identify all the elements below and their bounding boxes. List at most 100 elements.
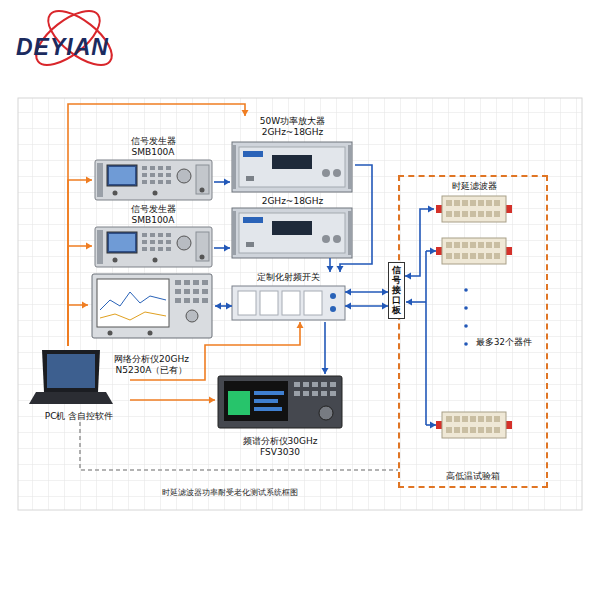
- network-analyzer-picture: [100, 292, 166, 310]
- rf-switch-picture: [304, 291, 322, 315]
- spectrum-analyzer-picture: [303, 382, 309, 387]
- filter-picture: [436, 412, 512, 438]
- connector-path: [68, 104, 245, 346]
- filter-feed-wires: [425, 251, 427, 425]
- connector-path: [324, 322, 326, 374]
- spectrum-analyzer-picture: [303, 391, 309, 396]
- instrument-box: 信号发生器 SMB100A: [92, 204, 214, 268]
- more-devices-dots: [464, 306, 468, 310]
- laptop-picture: [47, 354, 95, 388]
- signal-line: [345, 289, 388, 296]
- rf-switch-picture: [232, 286, 345, 320]
- node-label: 网络分析仪20GHz N5230A（已有）: [104, 354, 199, 376]
- amplifier-picture: [232, 208, 352, 258]
- grid-background: [18, 98, 582, 510]
- arrow-head: [86, 243, 92, 250]
- filter-box: 时延滤波器: [434, 181, 514, 231]
- instrument-box: 网络分析仪20GHz N5230A（已有）: [88, 272, 215, 376]
- spectrum-analyzer-picture: [321, 391, 327, 396]
- network-analyzer-picture: [186, 310, 198, 322]
- arrow-head: [337, 266, 344, 272]
- filter-feed-arrowheads: [430, 248, 436, 255]
- grid-background: [18, 98, 582, 510]
- arrow-head: [82, 302, 88, 309]
- node-label: PC机 含自控软件: [31, 411, 127, 422]
- arrow-head: [242, 110, 249, 116]
- arrow-head: [345, 289, 351, 296]
- brand-logo: DEYIAN: [16, 34, 109, 62]
- arrow-head: [224, 179, 230, 186]
- arrow-head: [215, 303, 221, 310]
- network-analyzer-picture: [193, 289, 199, 294]
- spectrum-analyzer-picture: [218, 376, 342, 428]
- spectrum-analyzer-picture: [254, 407, 282, 411]
- laptop-picture: [29, 350, 113, 404]
- more-devices-dots: [464, 342, 468, 346]
- signal-generator-picture: [95, 160, 212, 267]
- instrument-box: 2GHz~18GHz: [230, 196, 355, 258]
- filter-feed-arrowheads: [345, 248, 436, 429]
- signal-line: [405, 206, 434, 280]
- more-devices-dots: [464, 288, 468, 346]
- spectrum-analyzer-picture: [319, 406, 333, 420]
- computer-box: PC机 含自控软件: [28, 346, 130, 422]
- network-analyzer-picture: [92, 274, 212, 338]
- arrow-head: [209, 397, 215, 404]
- signal-generator-picture: [95, 160, 212, 200]
- rf-switch-picture: [260, 291, 278, 315]
- spectrum-analyzer-picture: [254, 391, 284, 395]
- connector-path: [68, 246, 92, 346]
- node-label: 频谱分析仪30GHz FSV3030: [230, 436, 330, 458]
- filter-feed-arrowheads: [406, 299, 412, 306]
- spectrum-analyzer-picture: [294, 382, 300, 387]
- rf-switch-picture: [330, 293, 336, 299]
- connector-path: [340, 165, 372, 272]
- network-analyzer-picture: [100, 312, 166, 320]
- node-label: 2GHz~18GHz: [253, 196, 333, 207]
- filter-feed-arrowheads: [345, 303, 351, 310]
- network-analyzer-picture: [175, 298, 181, 303]
- spectrum-analyzer-picture: [294, 391, 300, 396]
- spectrum-analyzer-picture: [312, 382, 318, 387]
- grid-background: [18, 98, 582, 510]
- connector-path: [405, 209, 434, 276]
- chamber-region: 高低温试验箱时延滤波器: [398, 175, 548, 488]
- connector-path: [68, 180, 92, 346]
- figure-caption: 时延滤波器功率耐受老化测试系统框图: [130, 488, 330, 498]
- spectrum-analyzer-picture: [321, 382, 327, 387]
- amplifier-picture: [232, 142, 352, 192]
- laptop-picture: [29, 392, 113, 404]
- interface-board: 信号接口板: [388, 262, 405, 319]
- network-analyzer-picture: [92, 274, 212, 338]
- laptop-picture: [42, 350, 100, 392]
- network-analyzer-picture: [175, 280, 181, 285]
- instrument-box: 信号发生器 SMB100A: [92, 136, 214, 202]
- signal-line: [214, 179, 230, 186]
- filter-picture: [436, 238, 512, 264]
- network-analyzer-picture: [184, 289, 190, 294]
- filter-picture: [436, 196, 512, 222]
- arrow-head: [297, 322, 304, 328]
- node-label: 定制化射频开关: [244, 272, 334, 283]
- network-analyzer-picture: [184, 298, 190, 303]
- node-label: 时延滤波器: [436, 181, 512, 192]
- filter-picture: [436, 196, 512, 438]
- node-label: 50W功率放大器 2GHz~18GHz: [253, 116, 333, 138]
- note-text: 最多32个器件: [476, 337, 532, 347]
- spectrum-analyzer-picture: [312, 391, 318, 396]
- spectrum-analyzer-picture: [224, 381, 288, 421]
- network-analyzer-picture: [193, 298, 199, 303]
- network-analyzer-picture: [108, 331, 113, 336]
- filter-feed-wires: [345, 305, 388, 307]
- arrow-head: [322, 368, 329, 374]
- arrow-head: [86, 177, 92, 184]
- node-label: 高低温试验箱: [418, 471, 528, 482]
- control-line: [68, 104, 249, 346]
- network-analyzer-picture: [97, 279, 169, 327]
- spectrum-analyzer-picture: [228, 391, 250, 415]
- node-label: 信号发生器 SMB100A: [123, 204, 183, 226]
- instrument-box: 50W功率放大器 2GHz~18GHz: [230, 116, 355, 194]
- connector-path: [345, 291, 388, 293]
